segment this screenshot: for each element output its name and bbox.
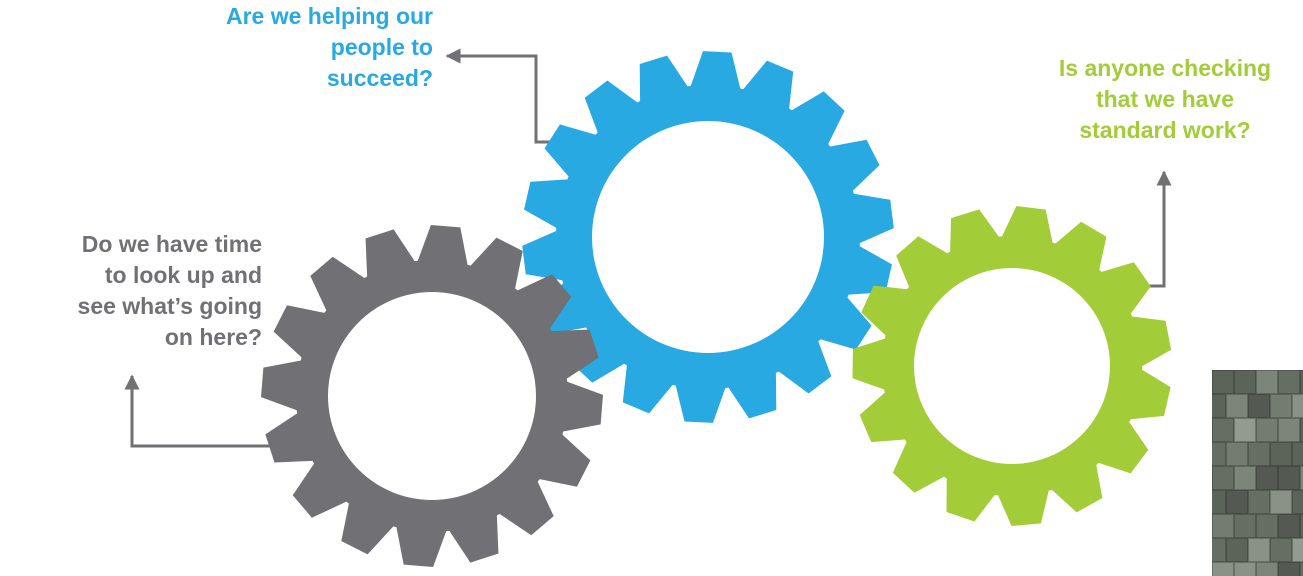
photo-tile [1234,418,1256,442]
photo-tile [1212,538,1226,562]
photo-tile [1270,538,1292,562]
photo-tile [1292,538,1303,562]
caption-gray-line: Do we have time [81,231,262,257]
photo-tile [1212,514,1234,538]
photo-tile [1248,538,1270,562]
photo-tile [1300,418,1303,442]
photo-tile [1256,418,1278,442]
photo-tile [1256,370,1278,394]
photo-tile [1212,394,1226,418]
photo-tile [1212,370,1234,394]
photo-tile [1292,490,1303,514]
caption-blue-line: Are we helping our [225,3,433,29]
caption-blue-gear: Are we helping our people to succeed? [128,1,433,94]
photo-tile [1226,538,1248,562]
photo-tile [1300,562,1303,576]
caption-green-line: that we have [1095,86,1235,112]
photo-tile [1248,490,1270,514]
paved-floor-photo-icon [1212,370,1303,576]
caption-gray-gear: Do we have time to look up and see what’… [0,229,262,353]
green-gear-icon [852,206,1172,526]
photo-tile [1278,562,1300,576]
photo-tile [1300,514,1303,538]
photo-tile [1278,370,1300,394]
blue-gear-icon [522,51,894,423]
photo-tile [1212,442,1226,466]
caption-green-line: Is anyone checking [1058,55,1272,81]
photo-tile [1226,442,1248,466]
photo-tile [1300,466,1303,490]
photo-tile [1278,514,1300,538]
caption-green-line: standard work? [1079,117,1251,143]
photo-tile [1270,442,1292,466]
photo-tile [1234,514,1256,538]
photo-tile [1256,514,1278,538]
photo-tile [1226,490,1248,514]
photo-tile [1256,562,1278,576]
photo-tile [1278,466,1300,490]
photo-tile [1278,418,1300,442]
gray-gear-icon [261,225,603,567]
photo-tile [1234,562,1256,576]
photo-tile [1248,394,1270,418]
caption-blue-line: people to [330,34,433,60]
caption-green-gear: Is anyone checking that we have standard… [1020,53,1303,146]
caption-gray-line: on here? [164,324,262,350]
photo-tile [1256,466,1278,490]
caption-gray-line: see what’s going [77,293,262,319]
photo-tile [1292,442,1303,466]
connector-gray [124,374,298,448]
photo-tile [1234,466,1256,490]
photo-tile [1212,490,1226,514]
photo-tile [1270,394,1292,418]
photo-tile [1212,562,1234,576]
photo-tile [1212,418,1234,442]
photo-tile [1248,442,1270,466]
photo-tile [1270,490,1292,514]
caption-gray-line: to look up and [104,262,262,288]
photo-tile [1212,466,1234,490]
photo-tile [1226,394,1248,418]
caption-blue-line: succeed? [326,65,433,91]
photo-tile [1292,394,1303,418]
photo-tile [1234,370,1256,394]
photo-tile [1300,370,1303,394]
